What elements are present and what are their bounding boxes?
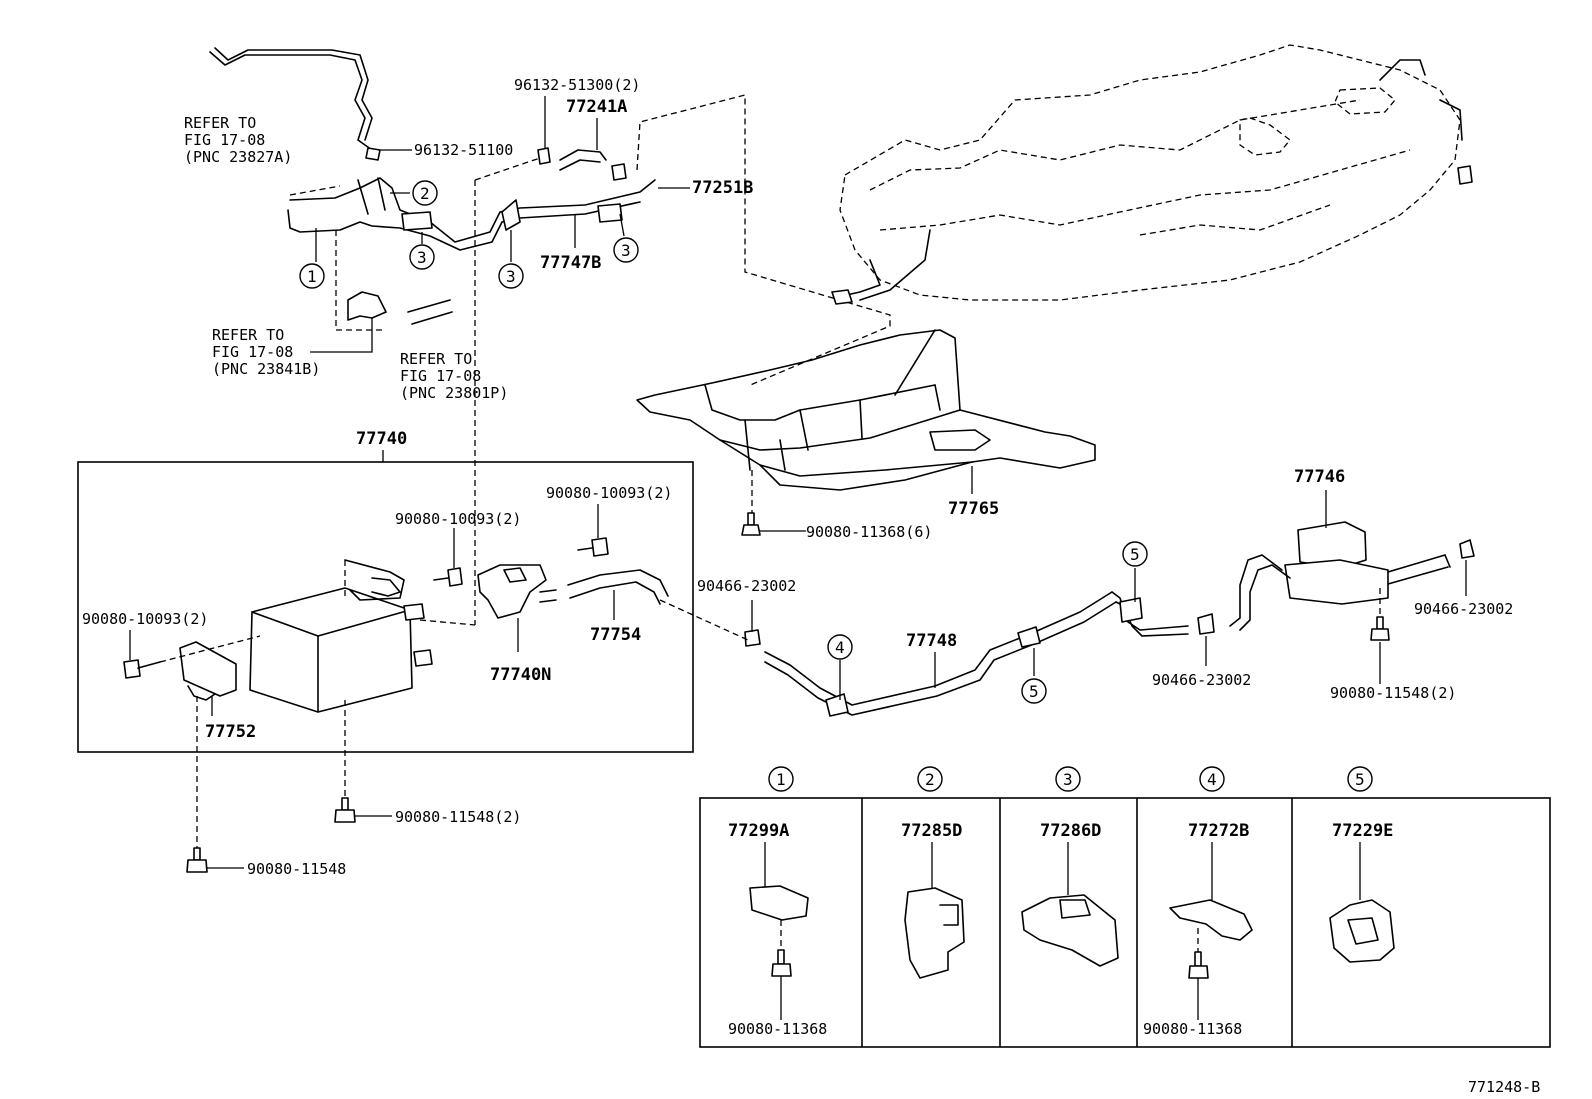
legend-part-77285d: 77285D <box>901 821 962 841</box>
refer-to-23827a-line3: (PNC 23827A) <box>184 148 292 166</box>
pipe-77748 <box>744 591 1189 717</box>
refer-to-23827a-line2: FIG 17-08 <box>184 131 265 149</box>
part-77754: 77754 <box>590 625 641 645</box>
part-77241a: 77241A <box>566 97 627 117</box>
callout-5-mid-b: 5 <box>1122 541 1148 567</box>
part-77765: 77765 <box>948 499 999 519</box>
svg-text:3: 3 <box>621 241 631 260</box>
part-90466-23002-right: 90466-23002 <box>1414 600 1513 618</box>
legend-col-4: 4 77272B 90080-11368 <box>1143 766 1253 1038</box>
bolt-icon-90080-10093-left <box>123 659 161 679</box>
legend-col-5: 5 77229E <box>1329 766 1395 963</box>
part-77747b: 77747B <box>540 253 601 273</box>
refer-to-23827a-line1: REFER TO <box>184 114 256 132</box>
part-96132-51100: 96132-51100 <box>414 141 513 159</box>
legend-col-3: 3 77286D <box>1021 766 1119 967</box>
refer-to-23801p-line2: FIG 17-08 <box>400 367 481 385</box>
svg-text:4: 4 <box>835 638 845 657</box>
tank-protector-77765 <box>636 329 1096 491</box>
fuel-tank <box>831 44 1473 305</box>
part-77748: 77748 <box>906 631 957 651</box>
bolt-icon-90080-11368-6 <box>741 512 761 536</box>
part-77746: 77746 <box>1294 467 1345 487</box>
upper-pipe-assembly <box>209 47 656 325</box>
svg-text:2: 2 <box>420 184 430 203</box>
part-90080-11548-2-right: 90080-11548(2) <box>1330 684 1456 702</box>
legend-num-1: 1 <box>776 770 786 789</box>
callout-3-top-c: 3 <box>613 237 639 263</box>
bolt-icon-90080-11548 <box>186 847 208 873</box>
bolt-icon-90080-10093-right <box>577 537 609 557</box>
refer-to-23841b-line3: (PNC 23841B) <box>212 360 320 378</box>
part-96132-51300: 96132-51300(2) <box>514 76 640 94</box>
part-90080-11548-2-left: 90080-11548(2) <box>395 808 521 826</box>
legend-num-4: 4 <box>1207 770 1217 789</box>
part-90080-11548: 90080-11548 <box>247 860 346 878</box>
legend-col-1: 1 77299A 90080-11368 <box>728 766 827 1038</box>
part-90466-23002-left: 90466-23002 <box>697 577 796 595</box>
callout-4-mid: 4 <box>827 634 853 660</box>
svg-text:3: 3 <box>417 248 427 267</box>
legend-col-2: 2 77285D <box>901 766 965 979</box>
part-90080-10093-left: 90080-10093(2) <box>82 610 208 628</box>
legend-part-77229e: 77229E <box>1332 821 1393 841</box>
refer-to-23841b-line2: FIG 17-08 <box>212 343 293 361</box>
legend-num-5: 5 <box>1355 770 1365 789</box>
legend-part-77299a: 77299A <box>728 821 789 841</box>
diagram-id: 771248-B <box>1468 1078 1540 1096</box>
part-77740: 77740 <box>356 429 407 449</box>
clamp-legend-table: 1 77299A 90080-11368 2 77285D 3 77286D <box>699 766 1551 1048</box>
legend-part-77272b: 77272B <box>1188 821 1249 841</box>
bracket-77752 <box>179 641 237 701</box>
svg-text:5: 5 <box>1029 682 1039 701</box>
part-77746-filter <box>1197 521 1475 635</box>
bolt-icon-90080-11548-2-right <box>1370 616 1390 641</box>
svg-text:5: 5 <box>1130 545 1140 564</box>
part-90080-11368-6: 90080-11368(6) <box>806 523 932 541</box>
part-90080-10093-right: 90080-10093(2) <box>546 484 672 502</box>
part-90466-23002-mid: 90466-23002 <box>1152 671 1251 689</box>
bolt-icon-90080-11548-2-left <box>334 797 356 823</box>
legend-num-2: 2 <box>925 770 935 789</box>
bolt-icon-90080-10093-mid <box>433 567 463 587</box>
part-90080-10093-mid: 90080-10093(2) <box>395 510 521 528</box>
legend-bolt-4: 90080-11368 <box>1143 1020 1242 1038</box>
callout-3-top-a: 3 <box>409 244 435 270</box>
svg-text:1: 1 <box>307 267 317 286</box>
callout-2-top: 2 <box>412 180 438 206</box>
charcoal-canister <box>249 559 433 713</box>
legend-part-77286d: 77286D <box>1040 821 1101 841</box>
part-77752: 77752 <box>205 722 256 742</box>
part-77251b: 77251B <box>692 178 753 198</box>
svg-text:3: 3 <box>506 267 516 286</box>
refer-to-23801p-line1: REFER TO <box>400 350 472 368</box>
refer-to-23801p-line3: (PNC 23801P) <box>400 384 508 402</box>
legend-num-3: 3 <box>1063 770 1073 789</box>
callout-3-top-b: 3 <box>498 263 524 289</box>
part-77740n: 77740N <box>490 665 551 685</box>
upper-leader-lines <box>289 94 891 625</box>
hose-77754 <box>567 569 669 605</box>
callout-1-top: 1 <box>299 263 325 289</box>
callout-5-mid-a: 5 <box>1021 678 1047 704</box>
legend-bolt-1: 90080-11368 <box>728 1020 827 1038</box>
refer-to-23841b-line1: REFER TO <box>212 326 284 344</box>
vsv-77740n <box>477 564 557 619</box>
canister-group-box <box>77 461 694 753</box>
